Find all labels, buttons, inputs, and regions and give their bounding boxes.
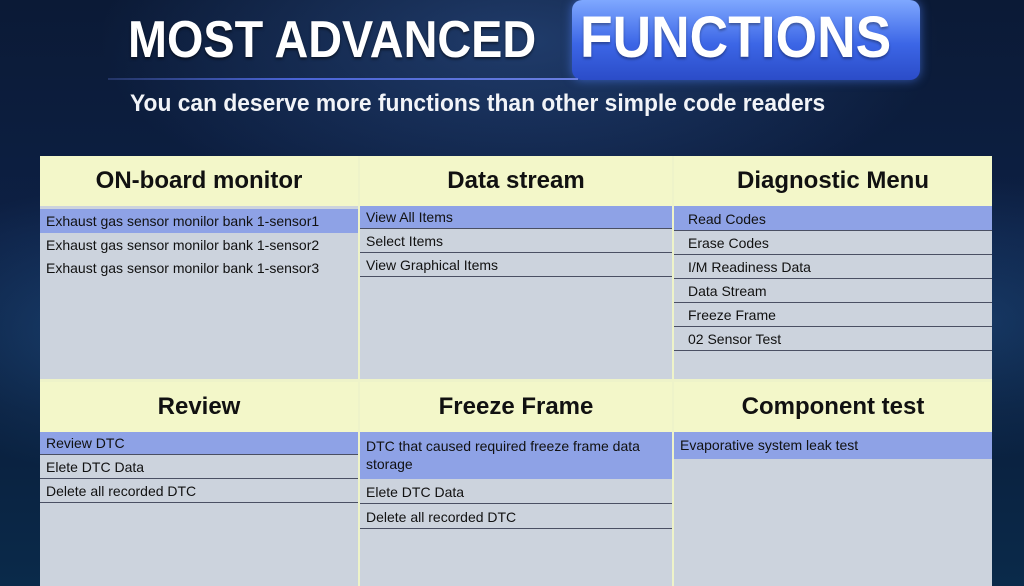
list-item: Elete DTC Data xyxy=(360,479,672,504)
panel-title: Freeze Frame xyxy=(360,382,672,432)
list-item: Delete all recorded DTC xyxy=(40,479,358,503)
list-item: Data Stream xyxy=(674,279,992,303)
panel-title: ON-board monitor xyxy=(40,156,358,206)
panel-review: Review Review DTC Elete DTC Data Delete … xyxy=(40,382,360,586)
panel-component-test: Component test Evaporative system leak t… xyxy=(674,382,992,586)
banner-header: MOST ADVANCED FUNCTIONS xyxy=(0,0,1024,90)
list-item: Read Codes xyxy=(674,206,992,231)
list-item: Exhaust gas sensor monilor bank 1-sensor… xyxy=(46,237,320,253)
panel-items: Review DTC Elete DTC Data Delete all rec… xyxy=(40,432,358,503)
title-highlight-badge: FUNCTIONS xyxy=(572,0,920,80)
list-item: 02 Sensor Test xyxy=(674,327,992,351)
panel-items: DTC that caused required freeze frame da… xyxy=(360,432,672,529)
panel-items: Exhaust gas sensor monilor bank 1-sensor… xyxy=(40,206,358,279)
panel-onboard-monitor: ON-board monitor Exhaust gas sensor moni… xyxy=(40,156,360,382)
panel-title: Data stream xyxy=(360,156,672,206)
functions-grid: ON-board monitor Exhaust gas sensor moni… xyxy=(40,156,992,586)
list-item: Select Items xyxy=(360,229,672,253)
list-item: I/M Readiness Data xyxy=(674,255,992,279)
list-item: View Graphical Items xyxy=(360,253,672,277)
subtitle: You can deserve more functions than othe… xyxy=(130,90,826,117)
list-item: Evaporative system leak test xyxy=(674,432,992,459)
panel-diagnostic-menu: Diagnostic Menu Read Codes Erase Codes I… xyxy=(674,156,992,382)
list-item: Exhaust gas sensor monilor bank 1-sensor… xyxy=(46,260,320,276)
panel-data-stream: Data stream View All Items Select Items … xyxy=(360,156,674,382)
list-item: Freeze Frame xyxy=(674,303,992,327)
list-item: Elete DTC Data xyxy=(40,455,358,479)
list-item: Erase Codes xyxy=(674,231,992,255)
list-item: Review DTC xyxy=(40,432,358,455)
panel-title: Diagnostic Menu xyxy=(674,156,992,206)
panel-items: Read Codes Erase Codes I/M Readiness Dat… xyxy=(674,206,992,351)
title-main-text: MOST ADVANCED xyxy=(128,11,537,69)
panel-items: Evaporative system leak test xyxy=(674,432,992,459)
panel-title: Review xyxy=(40,382,358,432)
list-item: DTC that caused required freeze frame da… xyxy=(360,432,672,479)
panel-freeze-frame: Freeze Frame DTC that caused required fr… xyxy=(360,382,674,586)
title-underline xyxy=(108,78,578,80)
list-item: Delete all recorded DTC xyxy=(360,504,672,529)
title-highlight-text: FUNCTIONS xyxy=(580,5,892,70)
list-item: View All Items xyxy=(360,206,672,229)
panel-items: View All Items Select Items View Graphic… xyxy=(360,206,672,277)
list-item: Exhaust gas sensor monilor bank 1-sensor… xyxy=(40,209,358,233)
panel-title: Component test xyxy=(674,382,992,432)
